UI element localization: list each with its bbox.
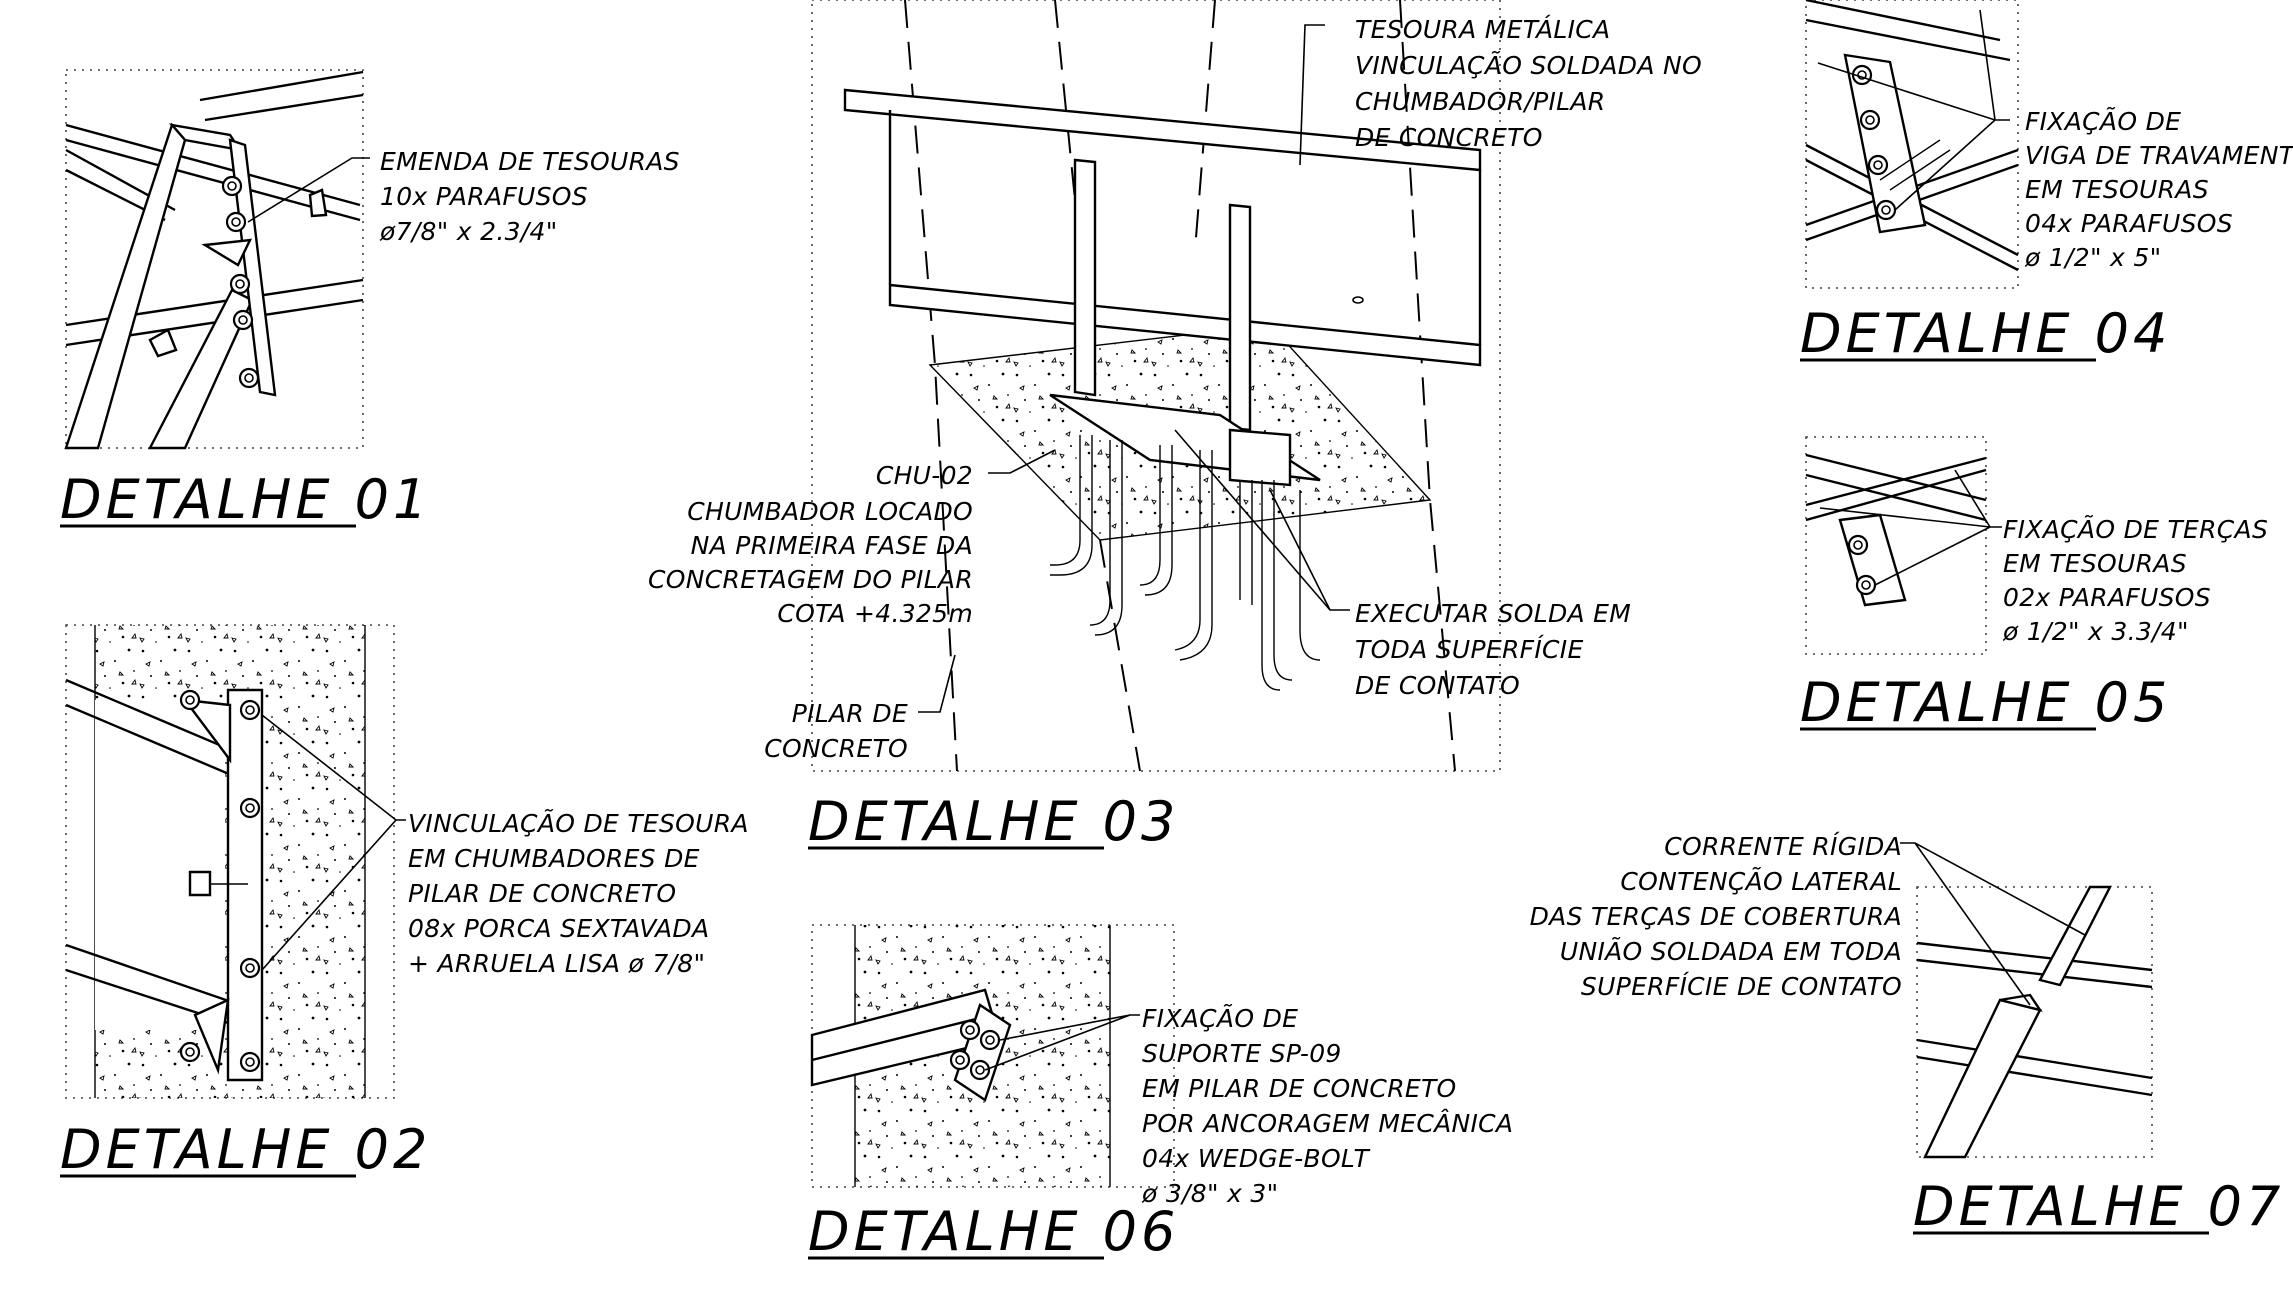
detail-06-leader xyxy=(984,1014,1140,1071)
detail-03-anchor-note-2: CHUMBADOR LOCADO xyxy=(687,497,973,526)
detail-01-drawing xyxy=(64,70,364,450)
detail-03-truss-note-4: DE CONCRETO xyxy=(1355,123,1543,152)
detail-03-pillar-note-1: PILAR DE xyxy=(792,699,908,728)
detail-02-note-1: VINCULAÇÃO DE TESOURA xyxy=(408,808,749,838)
detail-07: CORRENTE RÍGIDA CONTENÇÃO LATERAL DAS TE… xyxy=(1530,832,2284,1238)
detail-05-note-1: FIXAÇÃO DE TERÇAS xyxy=(2003,514,2268,544)
detail-03-anchor-bolts xyxy=(1050,435,1321,691)
detail-02-leader xyxy=(261,714,406,971)
detail-01-note-3: ø7/8" x 2.3/4" xyxy=(379,217,558,246)
detail-06-note-1: FIXAÇÃO DE xyxy=(1142,1003,1298,1033)
detail-07-note-1: CORRENTE RÍGIDA xyxy=(1664,832,1902,861)
detail-07-note-4: UNIÃO SOLDADA EM TODA xyxy=(1560,936,1902,966)
detail-02: VINCULAÇÃO DE TESOURA EM CHUMBADORES DE … xyxy=(60,624,749,1181)
detail-03-pillar-note-2: CONCRETO xyxy=(764,734,908,763)
detail-07-note-2: CONTENÇÃO LATERAL xyxy=(1620,866,1902,896)
detail-05-title: DETALHE 05 xyxy=(1800,671,2171,734)
detail-07-leader xyxy=(1900,842,2086,1006)
detail-06: FIXAÇÃO DE SUPORTE SP-09 EM PILAR DE CON… xyxy=(808,924,1513,1263)
detail-03-frame xyxy=(811,0,1501,772)
detail-04-note-4: 04x PARAFUSOS xyxy=(2025,209,2233,238)
detail-05-note-4: ø 1/2" x 3.3/4" xyxy=(2002,617,2189,646)
detail-03-truss-note-3: CHUMBADOR/PILAR xyxy=(1355,87,1605,116)
detail-03-anchor-note-4: CONCRETAGEM DO PILAR xyxy=(648,565,973,594)
detail-03-leader-pillar xyxy=(918,654,956,713)
detail-03-anchor-note-5: COTA +4.325m xyxy=(777,599,973,628)
detail-04-note-1: FIXAÇÃO DE xyxy=(2025,106,2181,136)
detail-07-frame xyxy=(1916,886,2153,1158)
detail-07-note-5: SUPERFÍCIE DE CONTATO xyxy=(1581,972,1902,1001)
detail-05-frame xyxy=(1805,436,1987,655)
detail-05: FIXAÇÃO DE TERÇAS EM TESOURAS 02x PARAFU… xyxy=(1800,436,2268,734)
detail-02-note-3: PILAR DE CONCRETO xyxy=(408,879,676,908)
detail-04-title: DETALHE 04 xyxy=(1800,302,2171,365)
detail-07-note-3: DAS TERÇAS DE COBERTURA xyxy=(1530,902,1902,931)
detail-02-note-4: 08x PORCA SEXTAVADA xyxy=(408,914,709,943)
detail-01-title: DETALHE 01 xyxy=(60,468,431,531)
detail-06-note-4: POR ANCORAGEM MECÂNICA xyxy=(1142,1109,1513,1138)
detail-06-note-6: ø 3/8" x 3" xyxy=(1141,1179,1278,1208)
detail-04-note-2: VIGA DE TRAVAMENTO xyxy=(2025,141,2293,170)
detail-06-note-5: 04x WEDGE-BOLT xyxy=(1142,1144,1370,1173)
detail-06-note-3: EM PILAR DE CONCRETO xyxy=(1142,1074,1457,1103)
detail-04-note-3: EM TESOURAS xyxy=(2025,175,2209,204)
detail-03-weld-note-2: TODA SUPERFÍCIE xyxy=(1355,635,1584,664)
detail-03-anchor-note-3: NA PRIMEIRA FASE DA xyxy=(691,531,973,560)
detail-01: EMENDA DE TESOURAS 10x PARAFUSOS ø7/8" x… xyxy=(60,69,680,531)
detail-01-leader xyxy=(247,157,370,223)
detail-03-weld-note-3: DE CONTATO xyxy=(1355,671,1520,700)
detail-03-leader-truss xyxy=(1299,24,1325,166)
detail-05-note-3: 02x PARAFUSOS xyxy=(2003,583,2211,612)
detail-07-title: DETALHE 07 xyxy=(1913,1175,2284,1238)
detail-03-weld-note-1: EXECUTAR SOLDA EM xyxy=(1355,599,1631,628)
detail-04-frame xyxy=(1805,0,2019,289)
detail-06-title: DETALHE 06 xyxy=(808,1200,1179,1263)
detail-03-title: DETALHE 03 xyxy=(808,790,1179,853)
detail-06-note-2: SUPORTE SP-09 xyxy=(1142,1039,1342,1068)
detail-03-leader-weld xyxy=(1174,429,1350,611)
detail-03-leader-anchor xyxy=(988,449,1056,474)
detail-05-leader xyxy=(1819,469,2002,586)
detail-01-note-1: EMENDA DE TESOURAS xyxy=(380,147,680,176)
detail-03-bottom-flange xyxy=(888,283,1482,367)
detail-01-frame xyxy=(65,69,364,449)
detail-03-anchor-note-1: CHU-02 xyxy=(876,461,973,490)
detail-04-note-5: ø 1/2" x 5" xyxy=(2024,243,2161,272)
detail-05-note-2: EM TESOURAS xyxy=(2003,549,2187,578)
detail-02-note-2: EM CHUMBADORES DE xyxy=(408,844,700,873)
detail-02-note-5: + ARRUELA LISA ø 7/8" xyxy=(408,949,705,978)
detail-01-note-2: 10x PARAFUSOS xyxy=(380,182,588,211)
detail-03-truss-note-1: TESOURA METÁLICA xyxy=(1355,15,1610,44)
detail-04: FIXAÇÃO DE VIGA DE TRAVAMENTO EM TESOURA… xyxy=(1800,0,2293,365)
detail-03: TESOURA METÁLICA VINCULAÇÃO SOLDADA NO C… xyxy=(648,0,1702,853)
detail-04-leader xyxy=(1817,9,2010,211)
detail-03-truss-note-2: VINCULAÇÃO SOLDADA NO xyxy=(1355,50,1702,80)
detail-02-title: DETALHE 02 xyxy=(60,1118,431,1181)
